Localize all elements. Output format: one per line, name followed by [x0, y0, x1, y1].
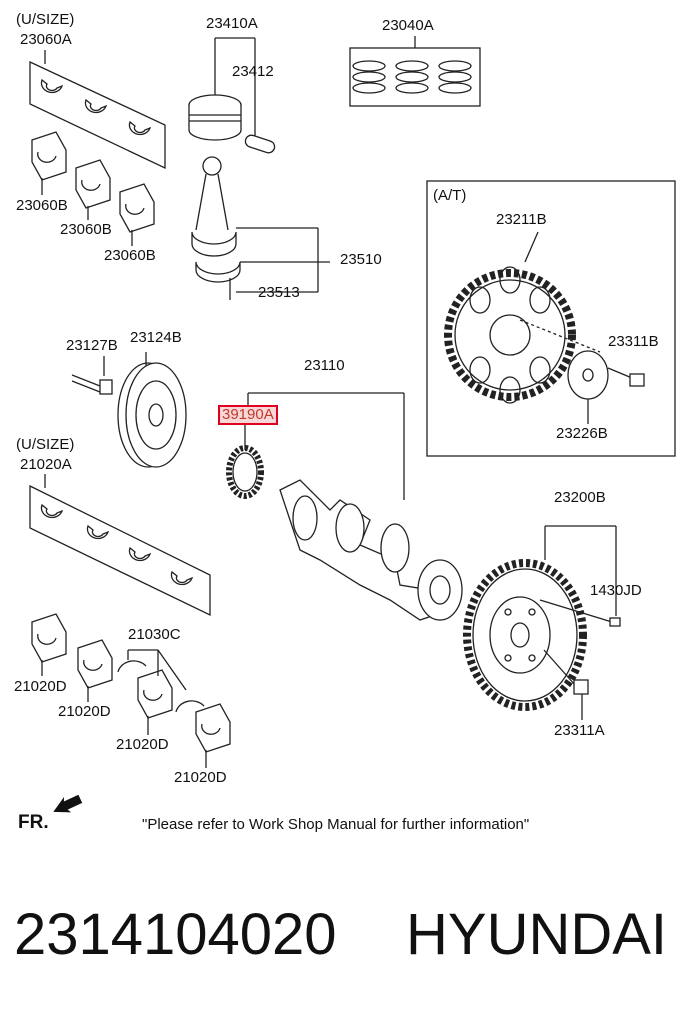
label-23211B: 23211B: [496, 211, 547, 228]
shim-plate-icon: [567, 350, 609, 400]
label-39190A-highlighted: 39190A: [218, 405, 278, 425]
label-23040A: 23040A: [382, 17, 434, 34]
label-at: (A/T): [433, 187, 467, 204]
workshop-note: "Please refer to Work Shop Manual for fu…: [142, 816, 530, 833]
diagram-drawing: [29, 36, 676, 813]
label-23060B-3: 23060B: [104, 247, 156, 264]
label-21020D-1: 21020D: [14, 678, 67, 695]
at-drive-plate-box: [426, 180, 676, 457]
front-arrow-icon: [53, 794, 83, 813]
label-23060B-1: 23060B: [16, 197, 68, 214]
piston-rings: [349, 36, 481, 107]
bearing-shells-21020D: [31, 613, 231, 768]
label-23124B: 23124B: [130, 329, 182, 346]
connecting-rod: [191, 156, 330, 300]
exploded-parts-diagram: [29, 36, 676, 813]
label-23513: 23513: [258, 284, 300, 301]
label-23510: 23510: [340, 251, 382, 268]
label-23200B: 23200B: [554, 489, 606, 506]
label-23110: 23110: [304, 357, 345, 374]
thrust-washers: [117, 649, 205, 713]
brand-name: HYUNDAI: [406, 902, 668, 967]
label-usize-bottom: (U/SIZE): [16, 436, 75, 453]
flywheel: [463, 525, 621, 720]
main-bearing-panel-upper: [29, 50, 166, 170]
front-label: FR.: [18, 812, 49, 833]
label-23060B-2: 23060B: [60, 221, 112, 238]
label-23311B: 23311B: [608, 333, 659, 350]
label-23060A: 23060A: [20, 31, 72, 48]
crankshaft-pulley: [71, 352, 187, 468]
label-21020D-3: 21020D: [116, 736, 169, 753]
label-23412: 23412: [232, 63, 274, 80]
label-21020A: 21020A: [20, 456, 72, 473]
label-21020D-2: 21020D: [58, 703, 111, 720]
label-21020D-4: 21020D: [174, 769, 227, 786]
bolt-icon: [607, 367, 645, 387]
drive-plate-icon: [444, 266, 576, 404]
part-number: 2314104020: [14, 902, 337, 967]
crankshaft: [247, 392, 463, 621]
crankshaft-sprocket: [226, 425, 264, 499]
piston-assembly: [188, 37, 276, 154]
label-usize-top: (U/SIZE): [16, 11, 75, 28]
main-bearing-panel-lower: [29, 474, 211, 617]
label-1430JD: 1430JD: [590, 582, 642, 599]
label-23127B: 23127B: [66, 337, 118, 354]
label-23410A: 23410A: [206, 15, 258, 32]
bearing-shell-icon: [40, 78, 152, 136]
label-21030C: 21030C: [128, 626, 181, 643]
label-23226B: 23226B: [556, 425, 608, 442]
bearing-shells-23060B: [31, 131, 155, 246]
label-23311A: 23311A: [554, 722, 605, 739]
